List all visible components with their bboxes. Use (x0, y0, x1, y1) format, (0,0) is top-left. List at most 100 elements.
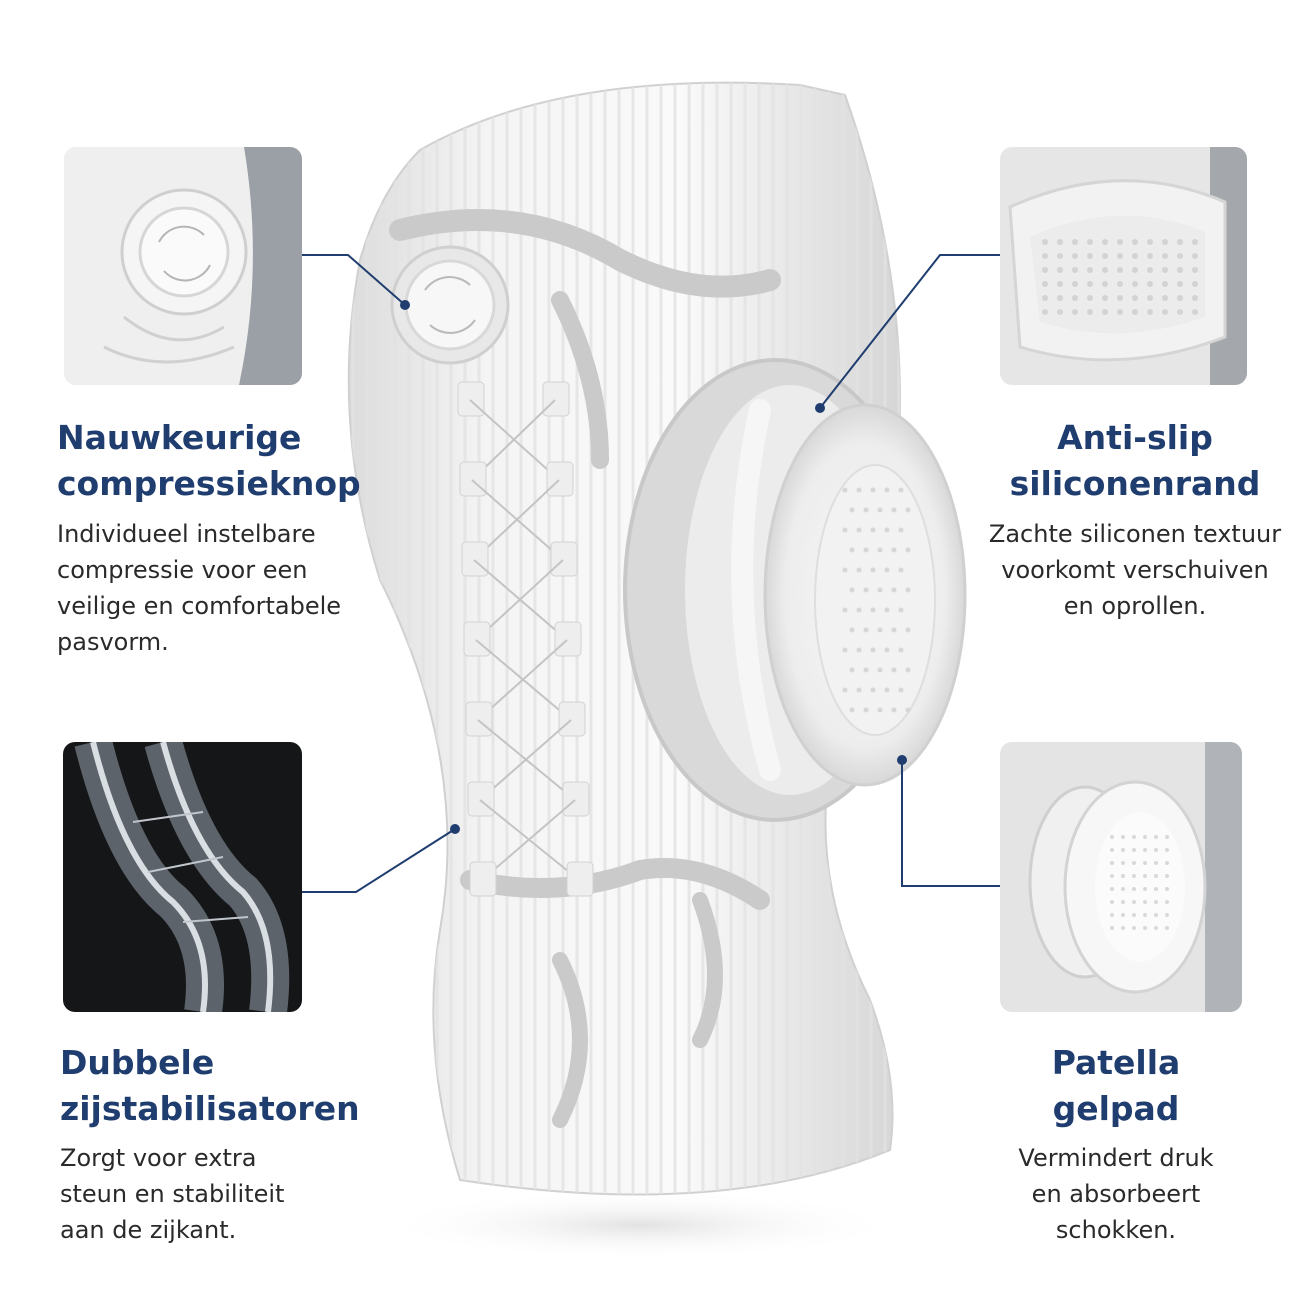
gelpad-dot (1165, 913, 1169, 917)
pad-dot (891, 547, 897, 553)
pad-dot (891, 667, 897, 673)
pad-dot (898, 487, 904, 493)
silicone-dot (1117, 281, 1123, 287)
gelpad-dot (1165, 900, 1169, 904)
gelpad-dot (1132, 887, 1136, 891)
silicone-dot (1042, 295, 1048, 301)
lace-loop (550, 541, 578, 577)
silicone-dot (1057, 309, 1063, 315)
silicone-dot (1177, 295, 1183, 301)
pad-dot (905, 547, 911, 553)
silicone-dot (1072, 281, 1078, 287)
silicone-dot (1057, 267, 1063, 273)
sleeve-pattern-band (460, 858, 770, 910)
side-stabilizers-title: Dubbele zijstabilisatoren (60, 1043, 360, 1128)
sleeve-pattern-band (552, 952, 588, 1128)
gelpad-dot (1110, 861, 1114, 865)
connector-dot (450, 824, 460, 834)
silicone-dot (1057, 239, 1063, 245)
silicone-dot (1117, 267, 1123, 273)
gelpad-dot (1121, 861, 1125, 865)
gelpad-dot (1143, 926, 1147, 930)
pad-dot (842, 647, 848, 653)
pad-dot (870, 487, 876, 493)
silicone-dot (1102, 253, 1108, 259)
gelpad-dot (1154, 926, 1158, 930)
silicone-dot (1162, 295, 1168, 301)
pad-dot (842, 527, 848, 533)
pad-dot (870, 527, 876, 533)
gelpad-dot (1110, 926, 1114, 930)
patella-gelpad-title: Patella gelpad (1051, 1043, 1181, 1128)
gelpad-dot (1110, 874, 1114, 878)
gelpad-dot (1143, 861, 1147, 865)
floor-shadow (380, 1190, 900, 1260)
pad-dot (877, 667, 883, 673)
silicone-dot (1147, 239, 1153, 245)
silicone-dot (1147, 253, 1153, 259)
pad-dot (849, 587, 855, 593)
silicone-dot (1192, 295, 1198, 301)
silicone-dot (1192, 267, 1198, 273)
silicone-dot (1177, 309, 1183, 315)
connector-patella-gelpad (901, 760, 1003, 887)
silicone-dot (1132, 267, 1138, 273)
gelpad-dot (1132, 861, 1136, 865)
pad-dot (877, 707, 883, 713)
gelpad-dot (1110, 900, 1114, 904)
pad-dot (870, 567, 876, 573)
gelpad-dot (1121, 835, 1125, 839)
pad-dot (842, 607, 848, 613)
sleeve-pattern-band (551, 291, 609, 469)
gelpad-dot (1132, 835, 1136, 839)
pad-dot (898, 567, 904, 573)
silicone-dot (1072, 267, 1078, 273)
silicone-dot (1102, 267, 1108, 273)
gelpad-dot (1154, 900, 1158, 904)
pad-dot (856, 567, 862, 573)
silicone-dot (1072, 239, 1078, 245)
silicone-dot (1162, 253, 1168, 259)
pad-dot (863, 547, 869, 553)
pad-dot (891, 507, 897, 513)
silicone-dot (1042, 267, 1048, 273)
pad-dot (877, 587, 883, 593)
silicone-dot (1162, 267, 1168, 273)
gelpad-dot (1121, 900, 1125, 904)
lace-system (457, 381, 594, 897)
pad-dot (842, 487, 848, 493)
lace-cord (477, 639, 568, 721)
gelpad-dot (1143, 913, 1147, 917)
lace-loop (562, 781, 590, 817)
pad-dot (870, 647, 876, 653)
pad-dot (870, 607, 876, 613)
gelpad-dot (1121, 913, 1125, 917)
compression-knob-description: Individueel instelbare compressie voor e… (57, 520, 342, 656)
gelpad-dot (1165, 835, 1169, 839)
pad-dot (849, 667, 855, 673)
pad-dot (856, 687, 862, 693)
silicone-dot (1042, 309, 1048, 315)
silicone-dot (1192, 309, 1198, 315)
pad-dot (863, 507, 869, 513)
silicone-dot (1177, 239, 1183, 245)
pad-dot (856, 487, 862, 493)
silicone-dot (1087, 239, 1093, 245)
gelpad-dot (1132, 913, 1136, 917)
lace-cord (479, 719, 572, 801)
pad-dot (849, 507, 855, 513)
silicone-dot (1162, 239, 1168, 245)
silicone-dot (1117, 309, 1123, 315)
silicone-dot (1087, 295, 1093, 301)
silicone-dot (1147, 267, 1153, 273)
silicone-dot (1162, 309, 1168, 315)
gelpad-dot (1154, 874, 1158, 878)
gelpad-dot (1154, 861, 1158, 865)
silicone-dot (1087, 309, 1093, 315)
side-stabilizers-photo (63, 742, 302, 1012)
silicone-dot (1057, 295, 1063, 301)
silicone-dot (1117, 295, 1123, 301)
compression-dial (390, 245, 510, 365)
gelpad-dot (1132, 926, 1136, 930)
